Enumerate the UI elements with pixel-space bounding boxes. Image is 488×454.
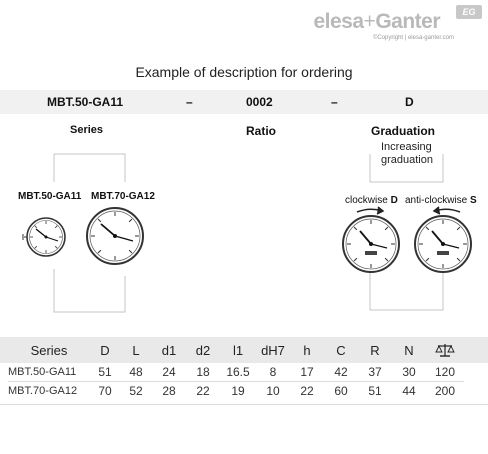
brand-part2: Ganter: [375, 10, 440, 33]
cell-d2: 18: [186, 363, 220, 382]
cell-C: 60: [334, 384, 348, 398]
graduation-bracket: [369, 154, 444, 311]
order-code-series: MBT.50-GA11: [47, 95, 124, 109]
brand-logo: elesa+Ganter: [313, 10, 440, 34]
brand-part1: elesa: [313, 10, 364, 33]
order-code-ratio: 0002: [246, 95, 273, 109]
cell-h: 17: [290, 363, 324, 382]
clockwise-text: clockwise: [345, 195, 388, 206]
header-D: D: [100, 342, 110, 358]
gauge-small: [22, 217, 66, 257]
cell-d1: 24: [152, 363, 186, 382]
ratio-heading: Ratio: [246, 124, 276, 138]
series-heading: Series: [70, 124, 104, 136]
anticlockwise-code: S: [470, 195, 477, 206]
brand-plus: +: [363, 10, 376, 33]
cell-dH7: 8: [256, 363, 290, 382]
anticlockwise-text: anti-clockwise: [405, 195, 468, 206]
brand-badge: EG: [456, 5, 482, 19]
header-series: Series: [30, 342, 68, 358]
header-N: N: [404, 342, 414, 358]
order-code-separator-1: –: [186, 95, 193, 109]
series-label-2: MBT.70-GA12: [91, 191, 155, 202]
copyright-text: ©Copyright | elesa-ganter.com: [372, 35, 454, 41]
cell-weight: 120: [426, 363, 464, 382]
cell-R: 37: [358, 363, 392, 382]
order-code-graduation: D: [405, 95, 414, 109]
order-code-separator-2: –: [331, 95, 338, 109]
cell-l1: 19: [231, 384, 245, 398]
graduation-sub-1: Increasing: [381, 141, 432, 153]
table-header-band: [0, 337, 488, 363]
cell-D: 70: [98, 384, 112, 398]
header-L: L: [132, 342, 140, 358]
anticlockwise-arrow-icon: [432, 206, 461, 215]
table-row: MBT.70-GA12 70 52 28 22 19 10 22 60 51 4…: [8, 382, 464, 401]
gauge-large: [86, 207, 144, 265]
header-h: h: [303, 342, 311, 358]
cell-d1: 28: [162, 384, 176, 398]
cell-h: 22: [300, 384, 314, 398]
clockwise-code: D: [390, 195, 398, 206]
series-bracket: [53, 153, 126, 313]
balance-icon: [426, 337, 464, 363]
cell-R: 51: [368, 384, 382, 398]
graduation-sub-2: graduation: [381, 154, 433, 166]
table-row: MBT.50-GA11 51 48 24 18 16.5 8 17 42 37 …: [8, 363, 464, 382]
cell-N: 30: [392, 363, 426, 382]
cell-d2: 22: [196, 384, 210, 398]
cell-D: 51: [90, 363, 120, 382]
cell-C: 42: [324, 363, 358, 382]
header-d2: d2: [195, 342, 211, 358]
anticlockwise-label: anti-clockwise S: [405, 195, 477, 206]
clockwise-label: clockwise D: [345, 195, 398, 206]
cell-series: MBT.70-GA12: [8, 385, 78, 397]
dimension-table: Series D L d1 d2 l1 dH7 h C R N MBT.50-G…: [8, 337, 464, 400]
cell-L: 52: [129, 384, 143, 398]
header-l1: l1: [232, 342, 244, 358]
page-title: Example of description for ordering: [135, 64, 353, 80]
header-d1: d1: [161, 342, 177, 358]
cell-N: 44: [402, 384, 416, 398]
graduation-heading: Graduation: [371, 124, 436, 138]
series-label-1: MBT.50-GA11: [18, 191, 82, 202]
clockwise-arrow-icon: [356, 206, 385, 215]
table-bottom-rule: [0, 404, 488, 405]
cell-l1: 16.5: [220, 363, 256, 382]
table-header-row: Series D L d1 d2 l1 dH7 h C R N: [8, 337, 464, 363]
cell-series: MBT.50-GA11: [8, 363, 90, 382]
header-C: C: [336, 342, 346, 358]
gauge-anticlockwise: [414, 215, 472, 273]
cell-weight: 200: [434, 384, 456, 398]
cell-dH7: 10: [266, 384, 280, 398]
cell-L: 48: [120, 363, 152, 382]
header-R: R: [370, 342, 380, 358]
gauge-clockwise: [342, 215, 400, 273]
order-code-band: [0, 90, 488, 114]
header-dH7: dH7: [261, 342, 285, 358]
